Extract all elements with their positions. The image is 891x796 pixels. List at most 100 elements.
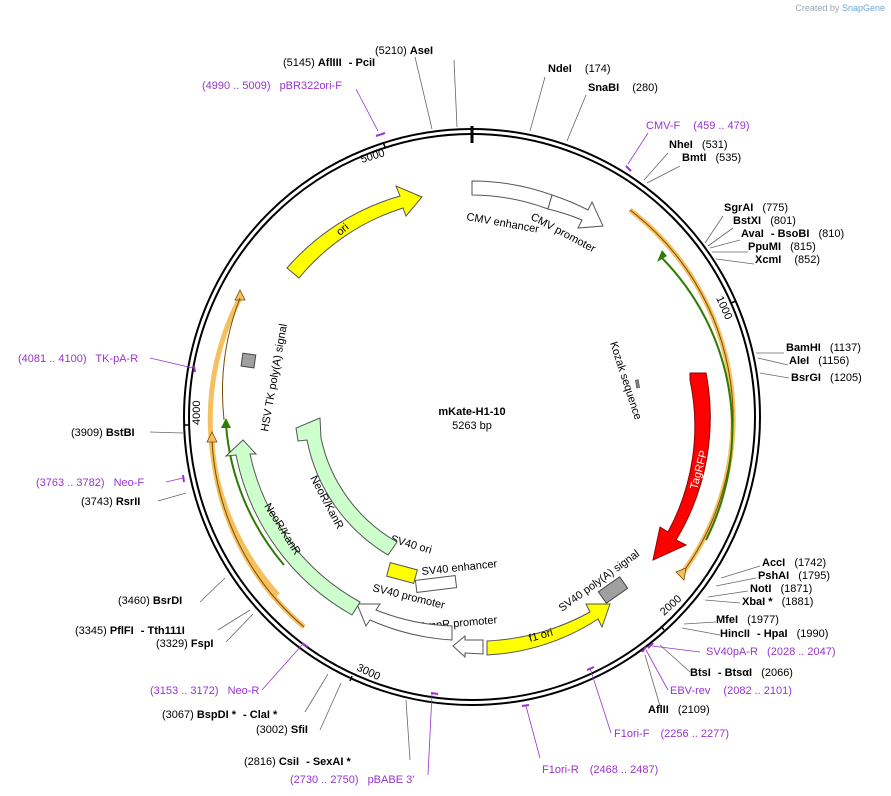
- leader-nhei: [643, 152, 669, 181]
- primer-pbr322ori-f: (4990 .. 5009) pBR322ori-F: [202, 80, 342, 92]
- primer-mark-neo-f: [182, 474, 185, 483]
- leader-pbabe3: [427, 693, 433, 776]
- leader-ebv-rev: [645, 649, 669, 691]
- leader-afliii: [414, 56, 433, 130]
- feature-sv40-polya: [597, 576, 629, 604]
- site-bstxi: BstXI (801): [733, 215, 796, 227]
- leader-f1ori-r: [525, 705, 541, 759]
- primer-mark-pbabe3: [430, 692, 439, 695]
- orf-highlight-right-arrow: [675, 567, 687, 581]
- primer-mark-f1ori-r: [521, 704, 530, 707]
- primer-f1ori-r: F1ori-R (2468 .. 2487): [542, 764, 658, 776]
- site-afliii-num: (5145): [283, 57, 315, 69]
- leader-alei: [757, 357, 789, 366]
- leader-noti: [707, 590, 749, 598]
- orf-highlights: [206, 208, 736, 629]
- orf-highlight-right-line: [629, 209, 734, 576]
- leader-sv40pa-r: [651, 645, 701, 653]
- site-alei: AleI (1156): [789, 355, 849, 367]
- leader-bmti: [646, 165, 681, 184]
- orf-highlight-left-arrow: [206, 431, 218, 443]
- leader-snabi: [566, 94, 587, 142]
- orf-line-left-arrow: [221, 418, 231, 428]
- leader-bspdi: [304, 673, 329, 713]
- site-sfii: (3002) SfiI: [256, 724, 308, 736]
- site-xbai: XbaI * (1881): [742, 596, 813, 608]
- credit-prefix: Created by: [795, 3, 840, 13]
- site-labels: (5145) AflIII - PciI (5210) AseI NdeI (1…: [71, 45, 862, 768]
- primer-mark-tk-pa-r: [193, 365, 196, 373]
- feature-sv40-enhancer-label: SV40 enhancer: [421, 558, 498, 578]
- primer-mark-ebv-rev: [641, 646, 647, 653]
- feature-sv40-promoter: [356, 603, 453, 641]
- tick-5000-mark: [382, 141, 386, 148]
- site-mfei: MfeI (1977): [716, 614, 779, 626]
- orf-highlight-left-upper-arrow: [234, 289, 246, 301]
- site-nhei: NheI (531): [669, 139, 728, 151]
- tick-3000-mark: [349, 675, 353, 682]
- tick-1000-mark: [730, 300, 737, 304]
- primer-marks: [182, 132, 654, 707]
- primer-pbabe3: (2730 .. 2750) pBABE 3': [290, 774, 414, 786]
- site-btsi: BtsI - BtsαI (2066): [690, 667, 793, 679]
- tick-2000-mark: [660, 625, 665, 631]
- site-afliii-extra: - PciI: [349, 57, 375, 69]
- feature-sv40-enhancer: [414, 575, 458, 593]
- site-afliii: (5145) AflIII - PciI: [283, 57, 375, 69]
- primer-neo-f: (3763 .. 3782) Neo-F: [36, 477, 144, 489]
- orf-highlight-left-line: [211, 439, 305, 628]
- feature-cmv-enhancer-label: CMV enhancer: [465, 211, 540, 236]
- primer-mark-sv40pa-r: [647, 642, 654, 649]
- leader-pshai: [715, 577, 757, 587]
- feature-kozak: [635, 379, 640, 389]
- primer-f1ori-f: F1ori-F (2256 .. 2277): [614, 728, 729, 740]
- site-ndei: NdeI (174): [548, 63, 611, 75]
- plasmid-length: 5263 bp: [452, 420, 492, 432]
- leader-sfii: [319, 682, 342, 731]
- leader-f1ori-f: [589, 667, 612, 734]
- primer-sv40pa-r: SV40pA-R (2028 .. 2047): [706, 646, 836, 658]
- feature-sv40-ori-label: SV40 ori: [389, 533, 433, 556]
- leader-cmv-f: [627, 132, 649, 165]
- primer-neo-r: (3153 .. 3172) Neo-R: [150, 685, 259, 697]
- leader-xbai: [704, 599, 741, 604]
- site-noti: NotI (1871): [750, 583, 812, 595]
- credit-brand: SnapGene: [841, 3, 885, 13]
- feature-ampr-promoter: [452, 634, 484, 659]
- site-asei: (5210) AseI: [375, 45, 433, 57]
- site-csii: (2816) CsiI - SexAI *: [244, 756, 351, 768]
- feature-hsv-tk-polya: [240, 352, 257, 369]
- site-pshai: PshAI (1795): [758, 570, 830, 582]
- site-pflfi: (3345) PflFI - Tth111I: [75, 625, 185, 637]
- site-hincii: HincII - HpaI (1990): [720, 628, 828, 640]
- leader-lines: [149, 56, 790, 776]
- leader-tk-pa-r: [149, 357, 194, 369]
- feature-ori: [286, 185, 423, 279]
- site-ppumi: PpuMI (815): [748, 241, 816, 253]
- leader-pflfi: [217, 609, 251, 631]
- leader-bsrgi: [759, 372, 790, 379]
- feature-hsv-tk-polya-label: HSV TK poly(A) signal: [259, 323, 290, 433]
- tick-4000-label: 4000: [191, 401, 203, 425]
- site-acci: AccI (1742): [762, 557, 826, 569]
- site-aflii: AflII (2109): [648, 704, 710, 716]
- primer-labels: (4990 .. 5009) pBR322ori-F CMV-F (459 ..…: [18, 80, 836, 786]
- snapgene-credit: Created by SnapGene: [795, 3, 885, 13]
- site-rsrii: (3743) RsrII: [81, 496, 140, 508]
- feature-f1-ori: [486, 603, 611, 656]
- features: ori CMV enhancer CMV promoter Kozak sequ…: [224, 180, 711, 659]
- site-bmti: BmtI (535): [682, 152, 741, 164]
- leader-bstxi: [707, 227, 734, 247]
- site-bsrgi: BsrGI (1205): [791, 372, 862, 384]
- site-fspi: (3329) FspI: [156, 638, 213, 650]
- orf-line-right: [661, 257, 734, 541]
- leader-avai: [709, 239, 741, 249]
- leader-ndei: [529, 76, 546, 132]
- site-xcmi: XcmI (852): [755, 254, 820, 266]
- site-bamhi: BamHI (1137): [786, 342, 861, 354]
- primer-ebv-rev: EBV-rev (2082 .. 2101): [670, 685, 792, 697]
- feature-sv40-ori: [386, 562, 418, 584]
- leader-sgrai: [704, 215, 724, 244]
- site-bstbi: (3909) BstBI: [71, 427, 135, 439]
